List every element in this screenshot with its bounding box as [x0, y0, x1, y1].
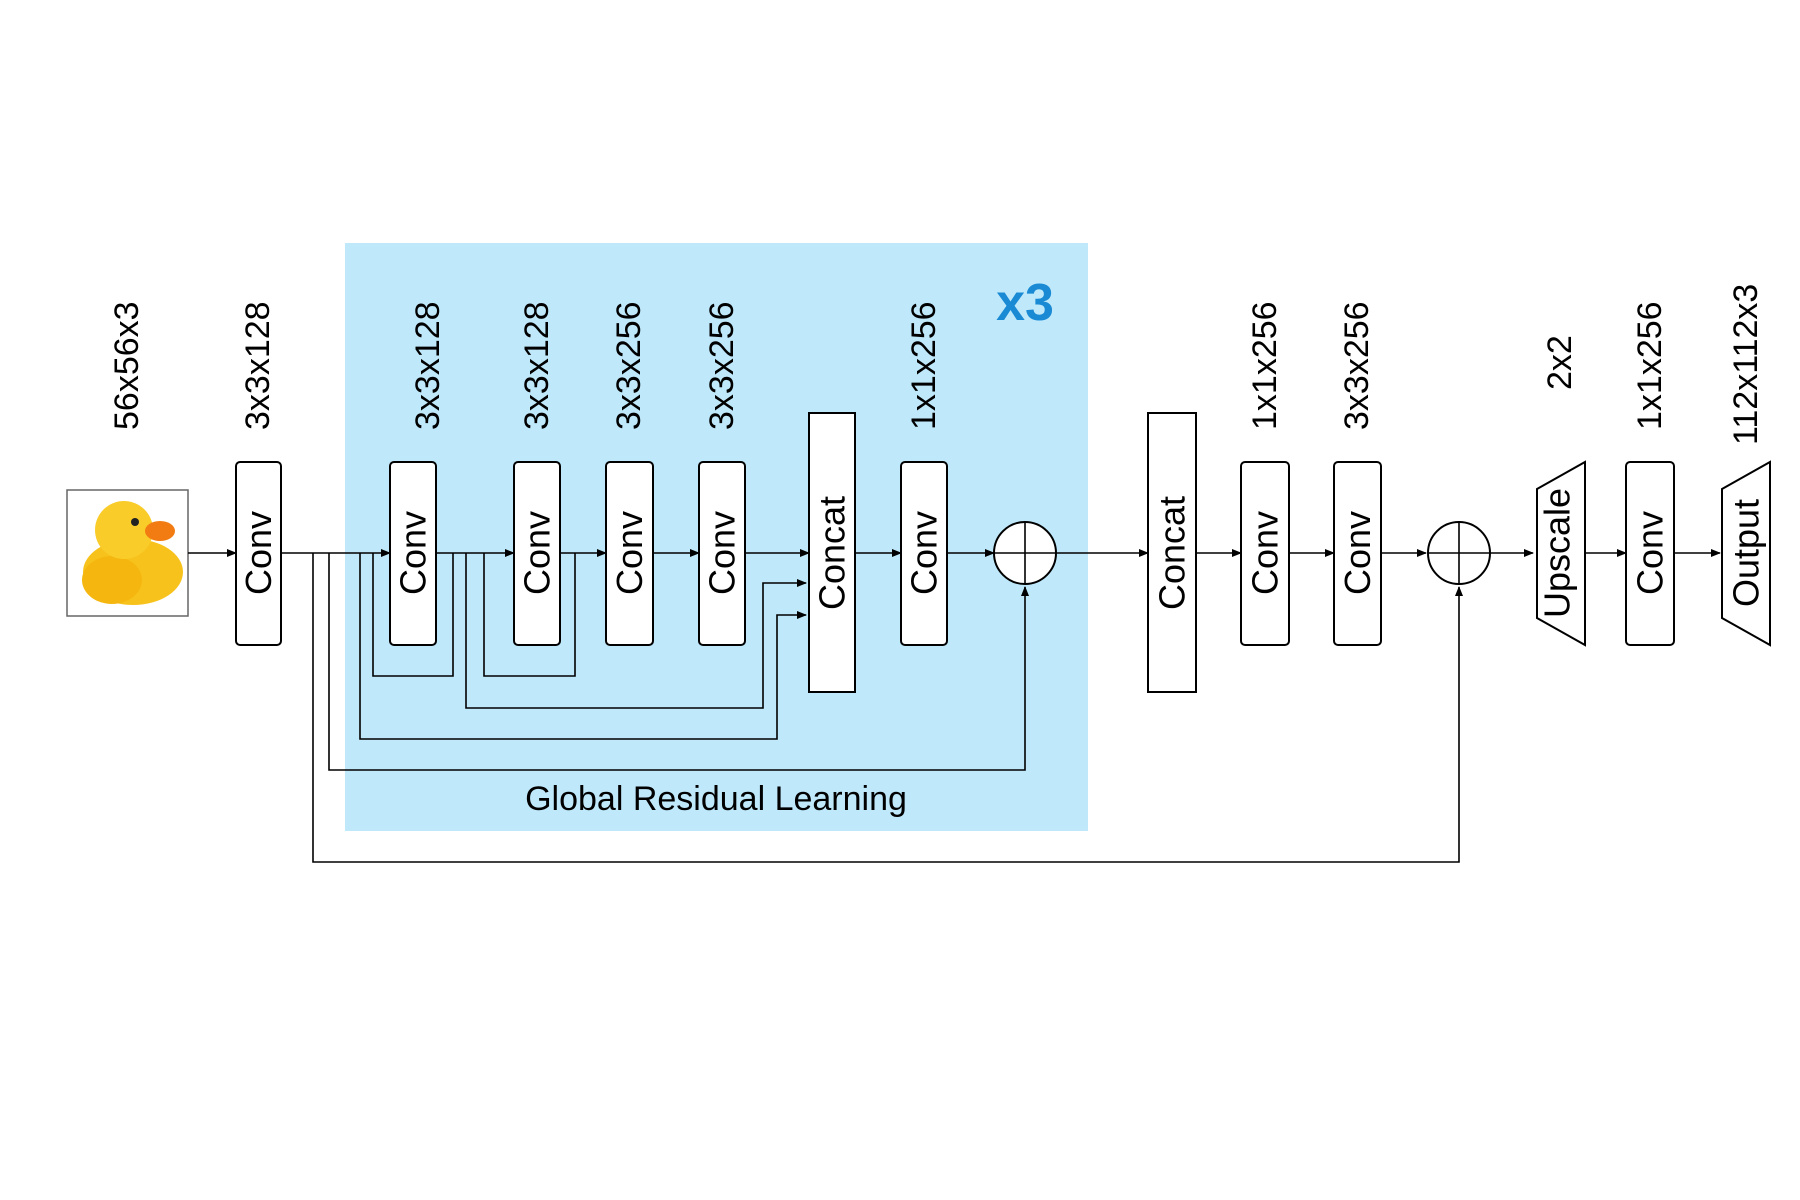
block-conv-4: Conv — [698, 461, 746, 646]
tail-conv-1-dim: 1x1x256 — [1246, 301, 1284, 430]
upscale-label: Upscale — [1537, 488, 1578, 618]
block-conv-1-label: Conv — [393, 511, 434, 595]
global-residual-caption: Global Residual Learning — [525, 780, 907, 818]
block-fuse-conv-label: Conv — [904, 511, 945, 595]
block-conv-1-dim: 3x3x128 — [409, 301, 447, 430]
stem-conv-block: Conv — [235, 461, 282, 646]
stem-conv-label: Conv — [238, 511, 279, 595]
upscale-dim: 2x2 — [1541, 335, 1579, 390]
tail-concat: Concat — [1147, 412, 1197, 693]
final-conv: Conv — [1625, 461, 1675, 646]
tail-conv-1-label: Conv — [1245, 511, 1286, 595]
tail-conv-1: Conv — [1240, 461, 1290, 646]
block-fuse-conv-dim: 1x1x256 — [905, 301, 943, 430]
block-concat: Concat — [808, 412, 856, 693]
rubber-duck-icon — [82, 501, 183, 605]
dimension-labels: 56x56x3 3x3x128 3x3x128 3x3x128 3x3x256 … — [108, 284, 1765, 445]
block-conv-2: Conv — [513, 461, 561, 646]
tail-sum-node — [1427, 521, 1491, 585]
block-sum-node — [993, 521, 1057, 585]
block-concat-label: Concat — [812, 496, 853, 610]
input-dim: 56x56x3 — [108, 301, 146, 430]
final-conv-label: Conv — [1630, 511, 1671, 595]
block-fuse-conv: Conv — [900, 461, 948, 646]
block-conv-4-label: Conv — [702, 511, 743, 595]
tail-conv-2: Conv — [1333, 461, 1382, 646]
block-conv-1: Conv — [389, 461, 437, 646]
final-conv-dim: 1x1x256 — [1631, 301, 1669, 430]
tail-conv-2-label: Conv — [1337, 511, 1378, 595]
block-conv-3-dim: 3x3x256 — [610, 301, 648, 430]
output-label: Output — [1726, 499, 1767, 607]
block-conv-2-dim: 3x3x128 — [518, 301, 556, 430]
tail-concat-label: Concat — [1152, 496, 1193, 610]
output-block: Output — [1721, 460, 1771, 647]
stem-conv-dim: 3x3x128 — [239, 301, 277, 430]
tail-conv-2-dim: 3x3x256 — [1338, 301, 1376, 430]
block-conv-4-dim: 3x3x256 — [703, 301, 741, 430]
input-image — [66, 489, 189, 617]
block-conv-3-label: Conv — [609, 511, 650, 595]
repeat-count: x3 — [996, 274, 1054, 332]
upscale-block: Upscale — [1536, 460, 1586, 647]
block-conv-2-label: Conv — [517, 511, 558, 595]
block-conv-3: Conv — [605, 461, 654, 646]
output-dim: 112x112x3 — [1727, 284, 1765, 445]
connections — [188, 549, 1721, 863]
